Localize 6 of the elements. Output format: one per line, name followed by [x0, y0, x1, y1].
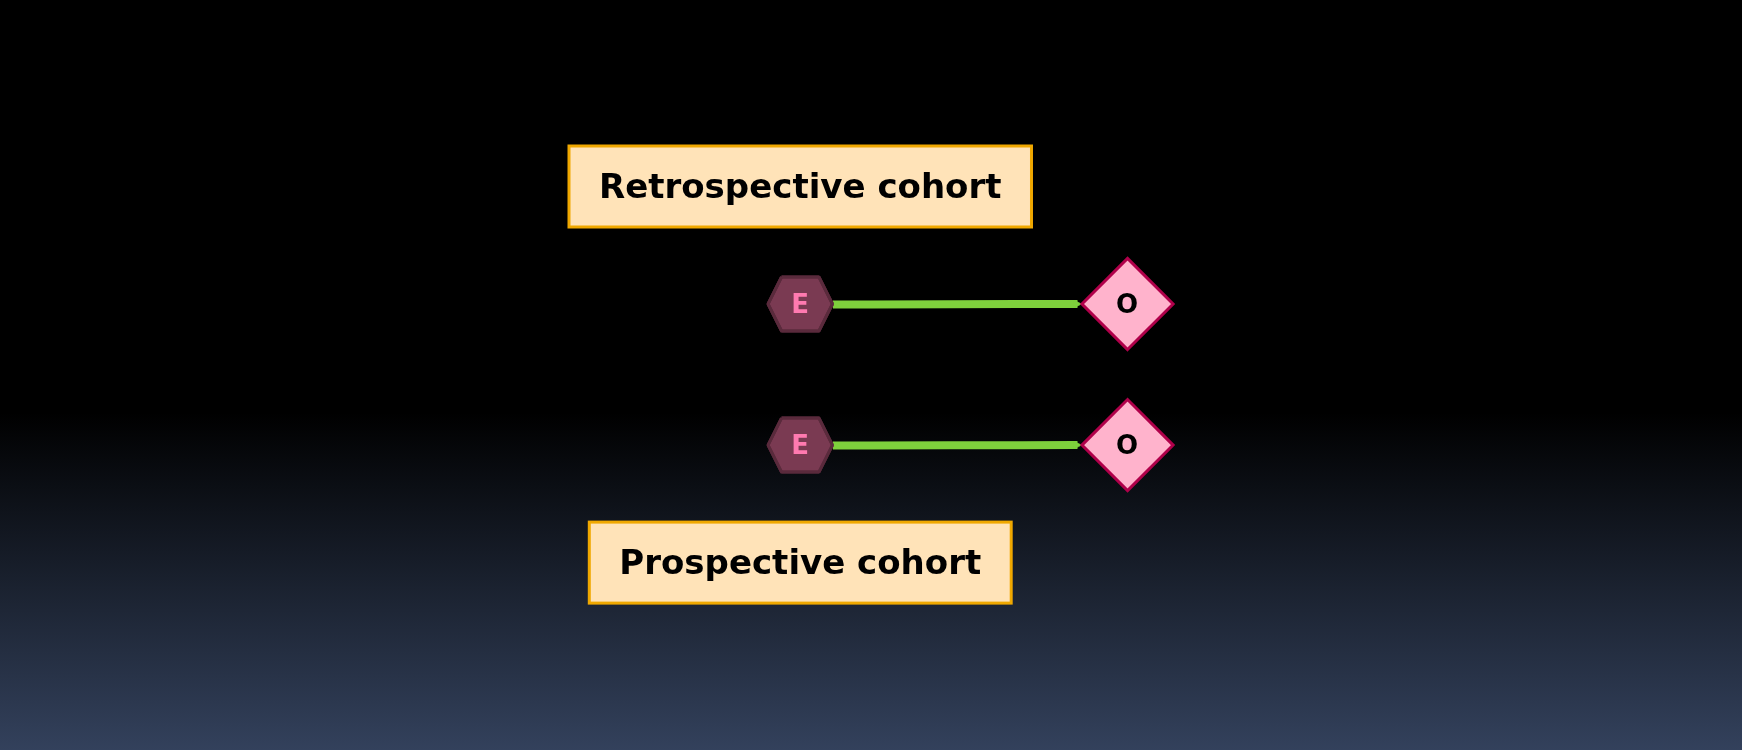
node-diamond: O — [1079, 256, 1176, 353]
node-diamond: O — [1079, 397, 1176, 494]
node-box: Retrospective cohort — [567, 144, 1033, 229]
arrow — [832, 300, 1082, 309]
arrow — [832, 441, 1082, 451]
node-box: Prospective cohort — [587, 521, 1013, 606]
